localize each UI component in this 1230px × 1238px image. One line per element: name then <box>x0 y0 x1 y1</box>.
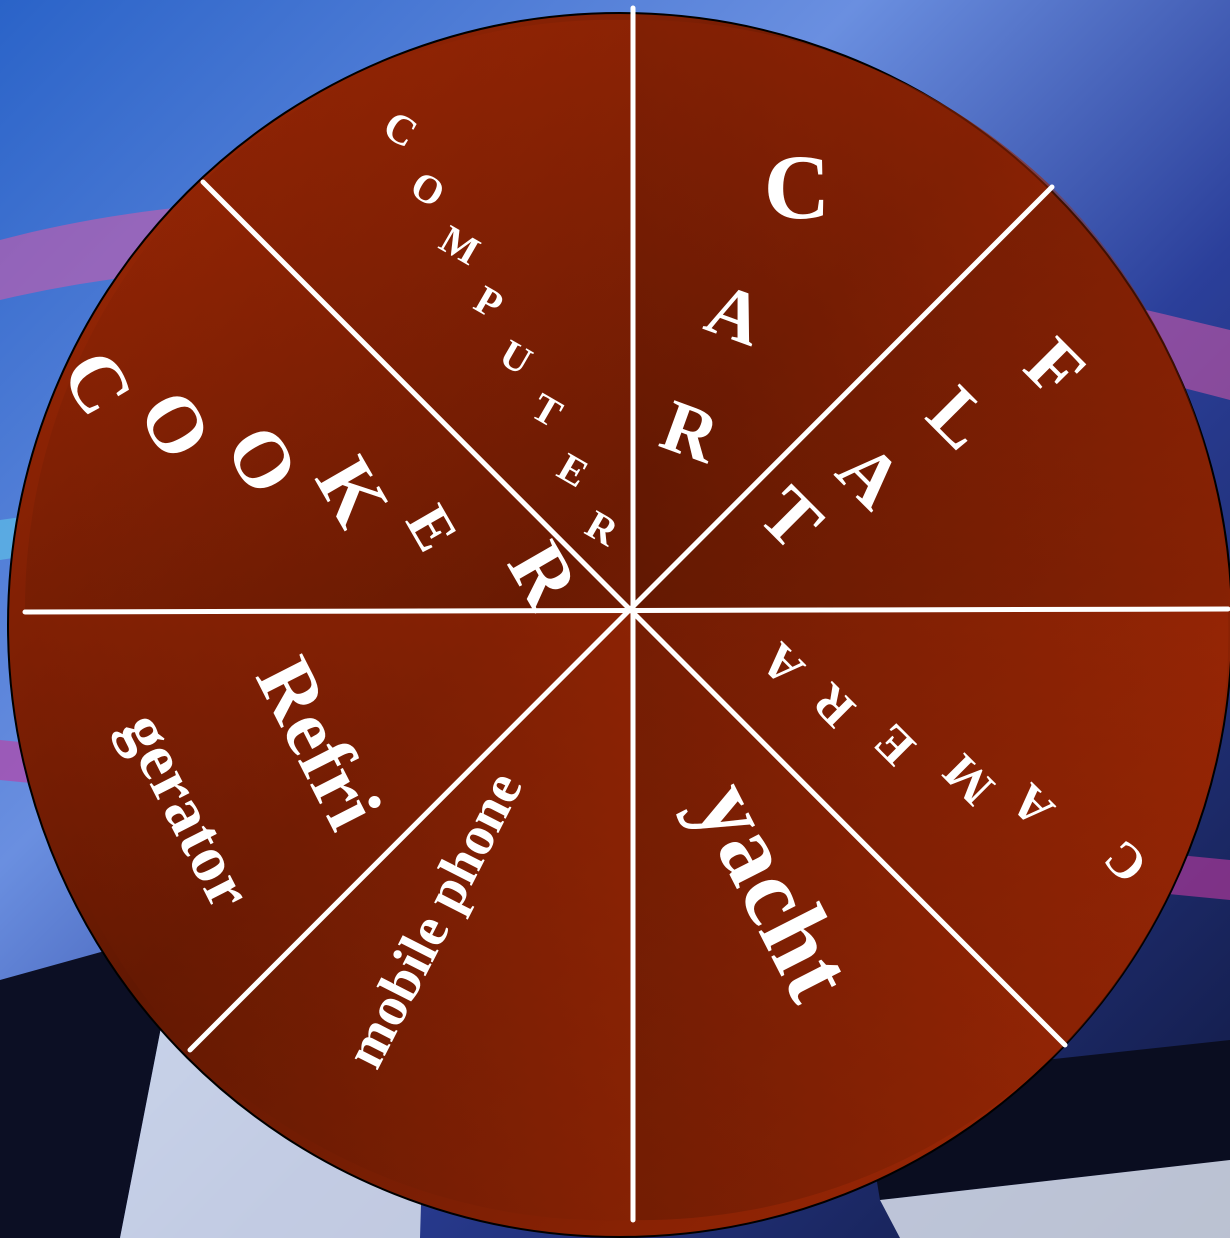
car-letter-1: C <box>764 136 830 238</box>
